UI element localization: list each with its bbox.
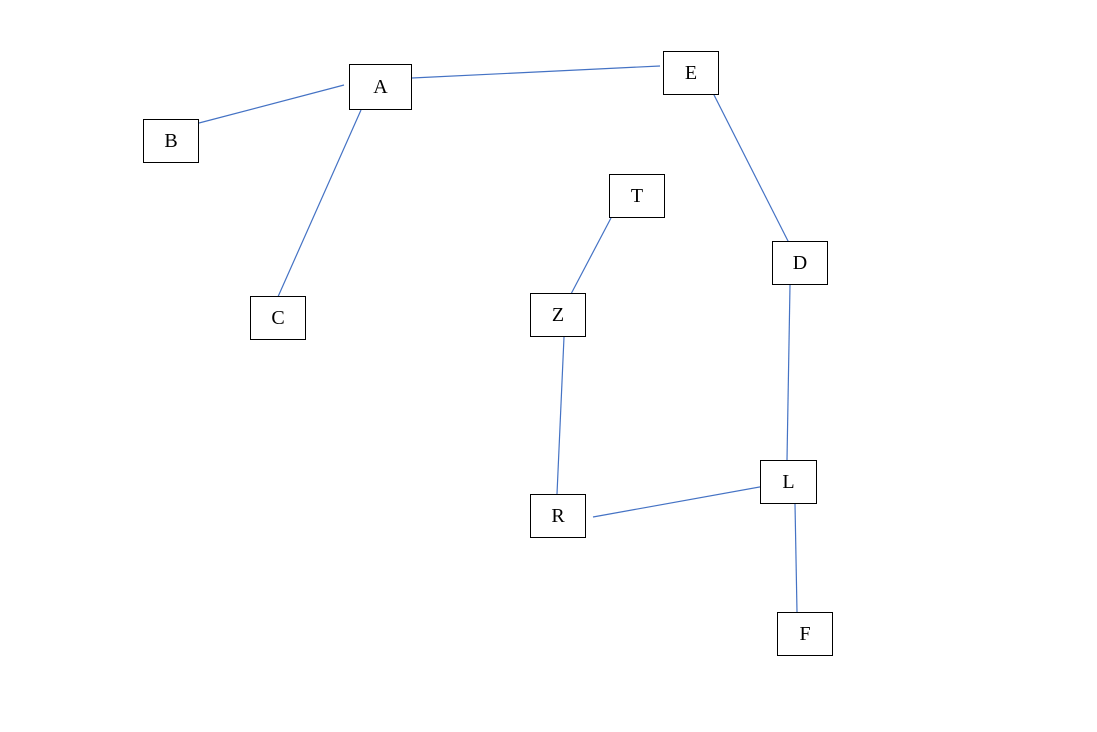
node-z: Z <box>530 293 586 337</box>
edge-t-z <box>570 217 612 295</box>
node-r: R <box>530 494 586 538</box>
node-d: D <box>772 241 828 285</box>
edge-l-f <box>794 503 798 613</box>
edge-z-r <box>556 336 565 495</box>
node-t-label: T <box>630 184 644 207</box>
node-b: B <box>143 119 199 163</box>
edge-e-d <box>710 88 790 244</box>
node-l: L <box>760 460 817 504</box>
node-z-label: Z <box>551 303 565 326</box>
edge-a-e <box>411 65 661 79</box>
node-f: F <box>777 612 833 656</box>
node-e: E <box>663 51 719 95</box>
node-l-label: L <box>782 470 795 493</box>
node-t: T <box>609 174 665 218</box>
edge-a-b <box>198 84 345 124</box>
node-b-label: B <box>164 129 178 152</box>
node-r-label: R <box>551 504 565 527</box>
edge-a-c <box>276 109 362 300</box>
node-c-label: C <box>271 306 285 329</box>
node-e-label: E <box>684 61 698 84</box>
node-a: A <box>349 64 412 110</box>
node-d-label: D <box>792 251 808 274</box>
edge-d-l <box>786 284 791 461</box>
edge-r-l <box>592 485 766 518</box>
node-c: C <box>250 296 306 340</box>
node-a-label: A <box>373 75 388 98</box>
node-f-label: F <box>799 622 811 645</box>
